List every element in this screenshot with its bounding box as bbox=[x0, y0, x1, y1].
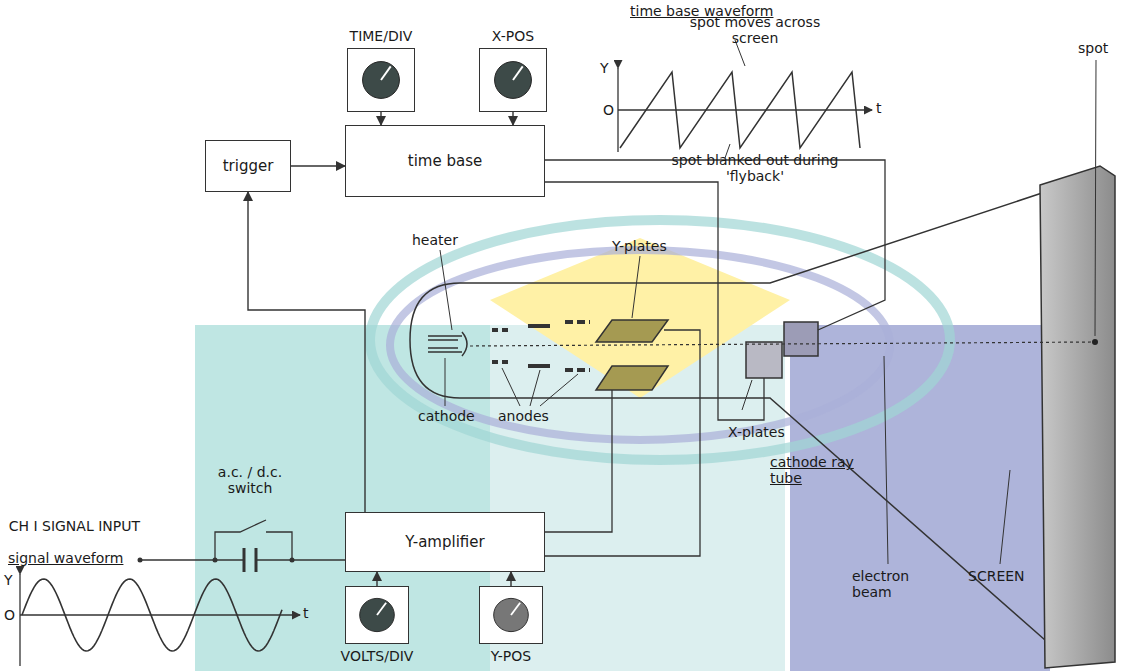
wire bbox=[545, 182, 764, 420]
leader-line bbox=[440, 250, 452, 330]
leader-line bbox=[445, 358, 446, 406]
signal-arrow bbox=[376, 572, 377, 586]
wire bbox=[140, 559, 243, 560]
box-label: trigger bbox=[223, 157, 274, 175]
axis bbox=[618, 109, 872, 110]
annotation-label: heater bbox=[412, 232, 458, 248]
annotation-label: spot blanked out during 'flyback' bbox=[670, 152, 840, 184]
leader-line bbox=[1000, 470, 1010, 564]
x-plate bbox=[784, 322, 818, 356]
junction bbox=[290, 558, 295, 563]
axis bbox=[19, 574, 20, 666]
signal-arrow bbox=[291, 165, 345, 166]
control-label: X-POS bbox=[492, 28, 534, 44]
annotation-label: Y bbox=[4, 572, 13, 588]
wire bbox=[257, 559, 345, 560]
control-knob: X-POS bbox=[479, 48, 547, 112]
annotation-label: O bbox=[4, 607, 15, 623]
signal-arrow bbox=[512, 112, 513, 125]
control-knob: TIME/DIV bbox=[347, 48, 415, 112]
capacitor bbox=[244, 548, 256, 572]
signal-arrow bbox=[510, 572, 511, 586]
leader-line bbox=[884, 356, 888, 564]
switch bbox=[266, 532, 292, 560]
y-plate bbox=[596, 366, 668, 390]
annotation-label: cathode ray tube bbox=[770, 454, 860, 486]
watermark-ring bbox=[370, 220, 950, 460]
wire bbox=[545, 160, 885, 330]
sine-wave bbox=[22, 579, 282, 651]
knob-symbol bbox=[346, 587, 408, 643]
screen bbox=[1040, 166, 1115, 668]
control-label: TIME/DIV bbox=[350, 28, 413, 44]
navy-wash bbox=[790, 325, 1050, 671]
annotation-label: SCREEN bbox=[968, 568, 1025, 584]
process-box: Y-amplifier bbox=[345, 512, 545, 572]
wire bbox=[545, 330, 700, 556]
annotation-label: O bbox=[603, 102, 614, 118]
heater-cathode bbox=[428, 332, 467, 356]
electron-beam bbox=[470, 342, 1094, 346]
signal-arrow bbox=[380, 112, 381, 125]
spot-dot bbox=[1092, 339, 1098, 345]
control-knob: Y-POS bbox=[479, 586, 543, 644]
x-plate bbox=[746, 342, 782, 378]
leader-line bbox=[742, 380, 752, 410]
process-box: time base bbox=[345, 125, 545, 197]
switch bbox=[215, 520, 266, 560]
junction bbox=[213, 558, 218, 563]
process-box: trigger bbox=[205, 140, 291, 192]
y-plate bbox=[596, 320, 668, 342]
box-label: Y-amplifier bbox=[405, 533, 484, 551]
knob-symbol bbox=[480, 49, 546, 111]
annotation-label: electron beam bbox=[852, 568, 932, 600]
knob-symbol bbox=[480, 587, 542, 643]
annotation-label: a.c. / d.c. switch bbox=[200, 464, 300, 496]
wire bbox=[545, 390, 612, 532]
annotation-label: t bbox=[303, 605, 309, 621]
annotation-label: Y bbox=[600, 60, 609, 76]
sawtooth bbox=[620, 72, 860, 148]
annotation-label: t bbox=[876, 100, 882, 116]
box-label: time base bbox=[408, 152, 482, 170]
knob-symbol bbox=[348, 49, 414, 111]
crt-envelope bbox=[410, 192, 1045, 640]
annotation-label: signal waveform bbox=[8, 550, 123, 566]
leader-line bbox=[540, 374, 578, 406]
leader-line bbox=[1095, 60, 1096, 336]
control-knob: VOLTS/DIV bbox=[345, 586, 409, 644]
control-label: Y-POS bbox=[491, 648, 531, 664]
annotation-label: cathode bbox=[418, 408, 475, 424]
axis bbox=[20, 614, 300, 615]
annotation-label: spot moves across screen bbox=[685, 14, 825, 46]
annotation-label: CH I SIGNAL INPUT bbox=[5, 518, 140, 534]
leader-line bbox=[502, 368, 520, 406]
annotation-label: X-plates bbox=[728, 424, 785, 440]
annotation-label: spot bbox=[1078, 40, 1108, 56]
leader-line bbox=[632, 256, 640, 318]
leader-line bbox=[530, 370, 540, 406]
control-label: VOLTS/DIV bbox=[341, 648, 414, 664]
annotation-label: anodes bbox=[498, 408, 549, 424]
annotation-label: Y-plates bbox=[612, 238, 667, 254]
